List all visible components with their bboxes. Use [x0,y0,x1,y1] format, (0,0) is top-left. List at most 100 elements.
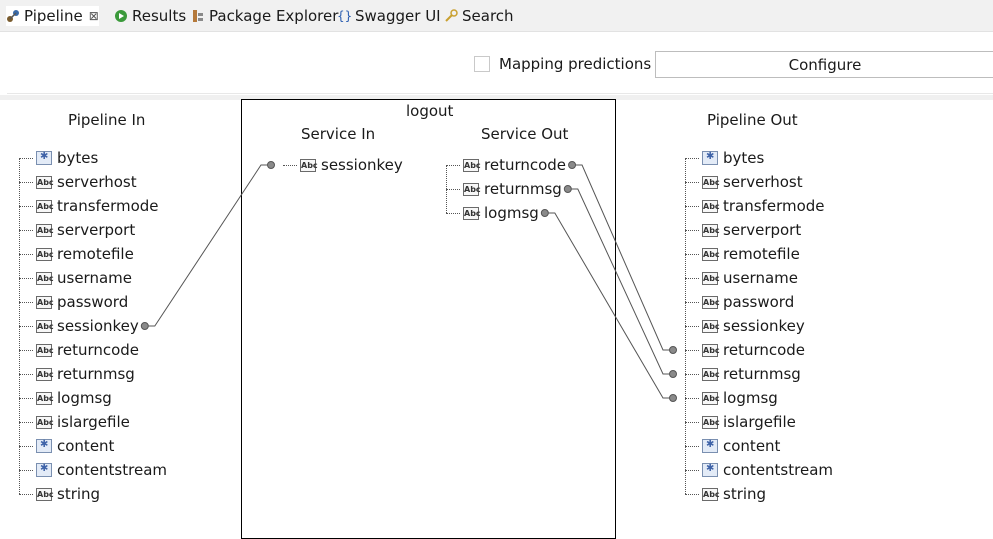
service-box [241,99,616,539]
pipeline-out-item-contentstream[interactable]: contentstream [685,460,833,480]
mapping-line [567,188,673,375]
tree-connector [685,493,699,495]
tree-connector [19,301,33,303]
document-icon [36,463,52,477]
tab-pipeline[interactable]: Pipeline ⊠ [6,6,99,26]
tree-connector [685,205,699,207]
pipeline-in-item-content[interactable]: content [19,436,114,456]
pipeline-out-item-label: contentstream [723,461,833,479]
string-type-icon: Abc [702,295,720,309]
string-type-icon: Abc [463,158,481,172]
string-type-icon: Abc [702,367,720,381]
tab-search[interactable]: Search [444,6,514,26]
string-type-icon: Abc [36,367,54,381]
tab-package-explorer[interactable]: Package Explorer [191,6,338,26]
tree-connector [19,445,33,447]
search-icon [444,9,458,23]
close-icon[interactable]: ⊠ [88,9,99,23]
pipeline-in-item-bytes[interactable]: bytes [19,148,98,168]
package-explorer-icon [191,9,205,23]
tree-connector [685,397,699,399]
string-type-icon: Abc [300,158,318,172]
tree-connector [685,277,699,279]
pipeline-in-item-label: sessionkey [57,317,139,335]
mapping-source-dot [563,185,572,193]
pipeline-in-item-label: returnmsg [57,365,135,383]
tab-package-explorer-label: Package Explorer [209,7,339,25]
tree-connector [19,493,33,495]
mapping-source-dot [540,209,549,217]
document-icon [702,151,718,165]
string-type-icon: Abc [702,175,720,189]
pipeline-out-item-label: serverport [723,221,802,239]
mapping-target-dot [267,161,275,169]
string-type-icon: Abc [463,182,481,196]
pipeline-out-item-label: transfermode [723,197,825,215]
document-icon [702,439,718,453]
pipeline-in-item-contentstream[interactable]: contentstream [19,460,167,480]
mapping-target-dot [669,394,677,402]
tree-connector [19,349,33,351]
document-icon [36,151,52,165]
string-type-icon: Abc [36,343,54,357]
pipeline-out-item-label: serverhost [723,173,803,191]
mapping-target-dot [669,370,677,378]
pipeline-in-item-label: returncode [57,341,140,359]
tree-connector [19,421,33,423]
string-type-icon: Abc [36,391,54,405]
tab-swagger-ui[interactable]: {} Swagger UI [337,6,441,26]
mapping-predictions-label: Mapping predictions [499,55,652,73]
tree-connector [19,469,33,471]
service-out-title: Service Out [481,125,569,143]
tree-connector [685,301,699,303]
tree-connector [446,188,460,190]
configure-button[interactable]: Configure [655,51,993,78]
tab-results[interactable]: Results [114,6,186,26]
string-type-icon: Abc [702,199,720,213]
pipeline-out-item-label: password [723,293,795,311]
pipeline-out-item-label: returnmsg [723,365,801,383]
pipeline-in-item-label: content [57,437,115,455]
mapping-line [572,164,673,351]
tree-connector [685,181,699,183]
pipeline-in-item-label: serverhost [57,173,137,191]
mapping-predictions-checkbox[interactable] [474,56,490,72]
pipeline-out-item-content[interactable]: content [685,436,780,456]
pipeline-icon [6,9,20,23]
editor-tab-bar: Pipeline ⊠ Results Package Explorer {} S… [0,0,993,32]
pipeline-out-item-bytes[interactable]: bytes [685,148,764,168]
string-type-icon: Abc [702,391,720,405]
tree-connector [685,469,699,471]
mapping-source-dot [140,322,149,330]
service-out-item-label: returncode [484,156,567,174]
